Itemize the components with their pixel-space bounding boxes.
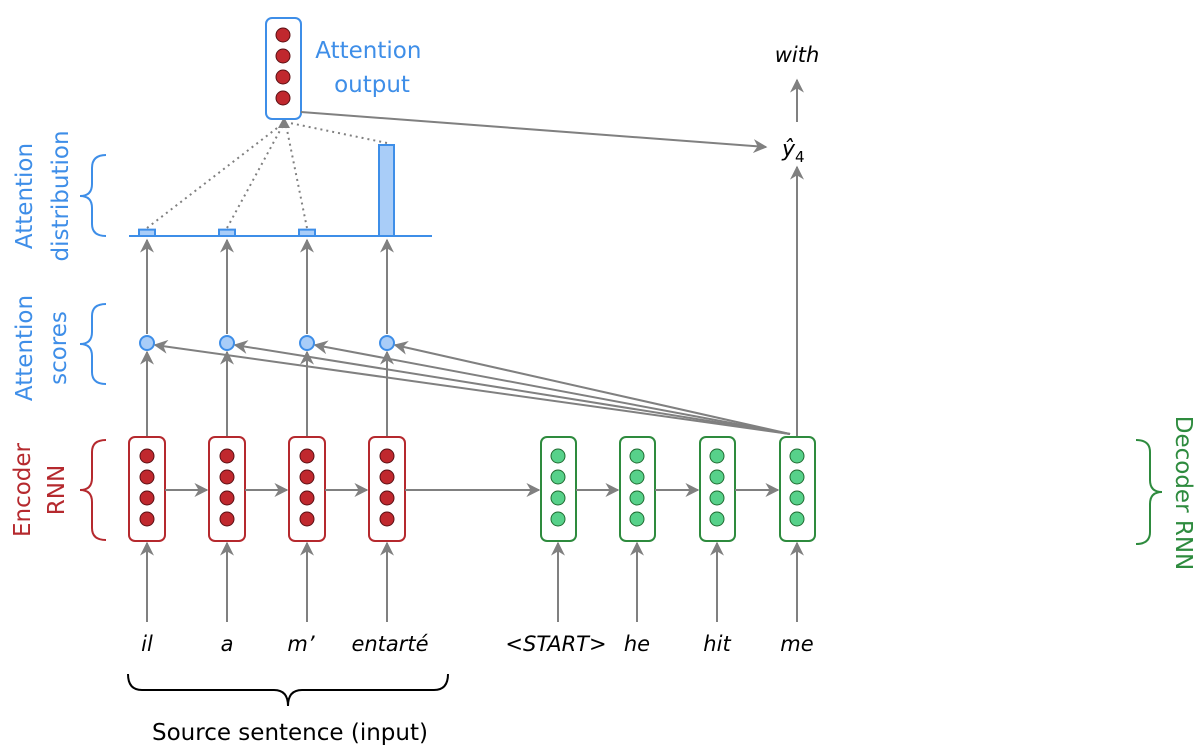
source-word-2: a — [221, 632, 234, 656]
attention-scores-label: Attention scores — [12, 295, 72, 401]
output-word: with — [775, 43, 820, 67]
decoder-cell-3 — [699, 436, 736, 542]
source-word-1: il — [141, 632, 153, 656]
svg-text:RNN: RNN — [44, 465, 70, 515]
source-sentence-brace — [127, 673, 449, 707]
encoder-rnn-brace — [79, 439, 107, 541]
encoder-cell-1 — [128, 436, 166, 542]
attention-distribution-brace — [79, 154, 107, 237]
decoder-rnn-brace — [1135, 439, 1163, 545]
encoder-rnn-label: Encoder RNN — [10, 442, 70, 537]
attention-scores — [139, 335, 395, 351]
encoder-rnn — [128, 436, 406, 542]
decoder-cell-2 — [619, 436, 656, 542]
attention-output-vector — [265, 17, 302, 120]
encoder-cell-3 — [288, 436, 326, 542]
decoder-cell-1 — [540, 436, 577, 542]
decoder-rnn-label: Decoder RNN — [1170, 416, 1196, 571]
svg-text:Attention: Attention — [12, 295, 38, 401]
attention-distribution-label: Attention distribution — [12, 130, 74, 261]
source-sentence-label: Source sentence (input) — [152, 720, 428, 746]
target-words: <START> he hit me — [505, 632, 813, 656]
attention-output-arrowhead — [278, 117, 290, 128]
score-to-distribution-arrows — [140, 238, 394, 334]
decoder-cell-4 — [779, 436, 816, 542]
svg-text:scores: scores — [46, 311, 72, 385]
target-word-1: <START> — [505, 632, 606, 656]
decoder-to-score-arrows — [153, 339, 791, 435]
score-node-3 — [299, 335, 315, 351]
input-arrows — [140, 541, 804, 622]
attention-distribution — [138, 144, 395, 238]
attention-output-label: Attention output — [315, 38, 428, 98]
score-node-2 — [219, 335, 235, 351]
target-word-2: he — [624, 632, 650, 656]
y-hat-label: ŷ4 — [781, 137, 805, 166]
source-word-4: entarté — [351, 632, 428, 656]
weighted-sum-lines — [146, 122, 388, 229]
svg-text:distribution: distribution — [48, 130, 74, 261]
encoder-cell-4 — [368, 436, 406, 542]
svg-text:Attention: Attention — [12, 143, 38, 249]
svg-text:Encoder: Encoder — [10, 442, 36, 537]
target-word-3: hit — [703, 632, 731, 656]
attention-to-yhat-arrow — [300, 111, 768, 154]
encoder-cell-2 — [208, 436, 246, 542]
score-node-1 — [139, 335, 155, 351]
attention-scores-brace — [79, 303, 107, 385]
source-word-3: m’ — [287, 632, 314, 656]
score-node-4 — [379, 335, 395, 351]
source-words: il a m’ entarté — [141, 632, 428, 656]
target-word-4: me — [780, 632, 813, 656]
attention-bar-4 — [378, 144, 395, 237]
decoder-rnn — [540, 436, 816, 542]
